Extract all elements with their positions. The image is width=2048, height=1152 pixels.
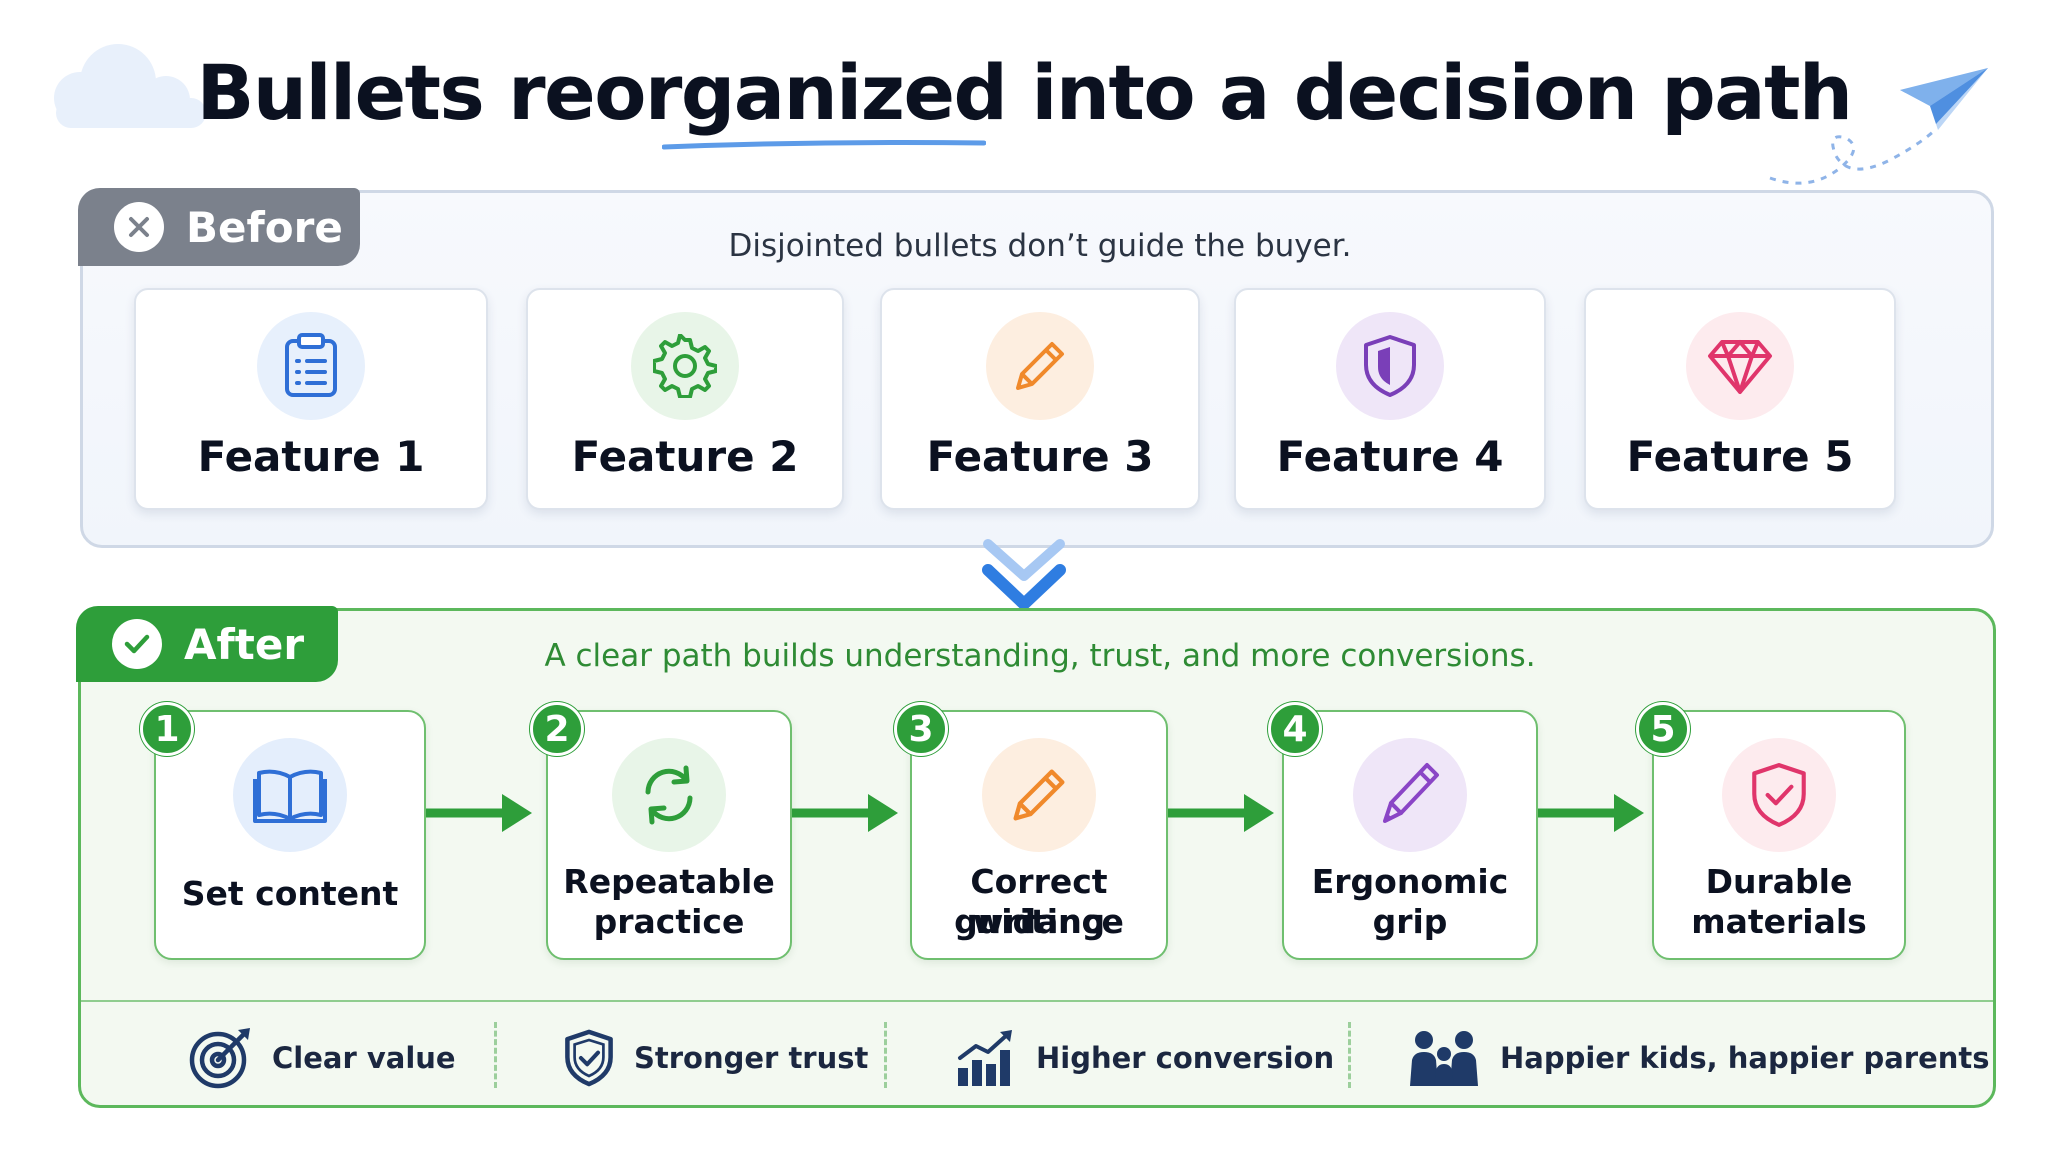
- shield-check-icon: [565, 1029, 613, 1087]
- feature-label: Feature 4: [1276, 432, 1504, 481]
- benefit-separator: [1348, 1022, 1351, 1088]
- step-number: 1: [140, 702, 194, 756]
- step-card-3: Correct writing guidance: [910, 710, 1168, 960]
- step-card-4: Ergonomic grip: [1282, 710, 1538, 960]
- step-label-line2: practice: [593, 902, 745, 941]
- after-tag: After: [76, 606, 338, 682]
- after-tag-label: After: [184, 619, 305, 669]
- feature-label: Feature 3: [926, 432, 1154, 481]
- diamond-icon: [1686, 312, 1794, 420]
- step-number: 2: [530, 702, 584, 756]
- after-subtitle: A clear path builds understanding, trust…: [544, 638, 1536, 674]
- close-icon: [114, 202, 164, 252]
- step-label-line2: grip: [1372, 902, 1448, 941]
- benefit-label: Stronger trust: [634, 1041, 869, 1075]
- step-number: 4: [1268, 702, 1322, 756]
- before-subtitle: Disjointed bullets don’t guide the buyer…: [728, 228, 1352, 264]
- pencil-icon: [986, 312, 1094, 420]
- shield-check-icon: [1722, 738, 1836, 852]
- refresh-icon: [612, 738, 726, 852]
- cloud-icon: [54, 44, 206, 128]
- step-label: Set content: [181, 874, 399, 913]
- arrow-right-icon: [1168, 794, 1274, 832]
- gear-icon: [631, 312, 739, 420]
- shield-icon: [1336, 312, 1444, 420]
- clipboard-icon: [257, 312, 365, 420]
- benefit-separator: [884, 1022, 887, 1088]
- feature-label: Feature 2: [571, 432, 799, 481]
- benefit-stronger-trust: Stronger trust: [562, 1024, 868, 1092]
- benefit-clear-value: Clear value: [188, 1024, 456, 1092]
- feature-label: Feature 5: [1626, 432, 1854, 481]
- step-card-2: Repeatable practice: [546, 710, 792, 960]
- family-icon: [1410, 1031, 1478, 1086]
- step-label-line1: Ergonomic: [1311, 862, 1509, 901]
- step-label-line1: Durable: [1705, 862, 1853, 901]
- arrow-right-icon: [426, 794, 532, 832]
- feature-card-1: Feature 1: [134, 288, 488, 510]
- feature-card-5: Feature 5: [1584, 288, 1896, 510]
- pen-icon: [1353, 738, 1467, 852]
- step-card-5: Durable materials: [1652, 710, 1906, 960]
- before-tag: Before: [78, 188, 360, 266]
- step-number: 3: [894, 702, 948, 756]
- arrow-right-icon: [1538, 794, 1644, 832]
- step-label-line1: Correct writing: [970, 862, 1108, 941]
- bar-chart-icon: [958, 1030, 1012, 1086]
- benefit-label: Higher conversion: [1036, 1041, 1335, 1075]
- page-title: Bullets reorganized into a decision path: [196, 48, 1853, 137]
- title-underline: [662, 140, 986, 150]
- step-number: 5: [1636, 702, 1690, 756]
- step-card-1: Set content: [154, 710, 426, 960]
- target-icon: [189, 1028, 250, 1089]
- benefit-happier-kids: Happier kids, happier parents: [1408, 1024, 1990, 1092]
- benefit-separator: [494, 1022, 497, 1088]
- feature-card-3: Feature 3: [880, 288, 1200, 510]
- benefit-label: Clear value: [272, 1041, 456, 1075]
- before-tag-label: Before: [186, 202, 343, 252]
- feature-label: Feature 1: [197, 432, 425, 481]
- feature-card-2: Feature 2: [526, 288, 844, 510]
- step-label-line1: Repeatable: [563, 862, 775, 901]
- benefit-higher-conversion: Higher conversion: [954, 1024, 1334, 1092]
- benefit-label: Happier kids, happier parents: [1500, 1041, 1990, 1075]
- step-label-line2: materials: [1691, 902, 1867, 941]
- arrow-right-icon: [792, 794, 898, 832]
- checkmark-icon: [112, 619, 162, 669]
- paper-plane-icon: [1769, 68, 1988, 185]
- book-icon: [233, 738, 347, 852]
- step-label-line2: guidance: [954, 902, 1124, 941]
- pencil-icon: [982, 738, 1096, 852]
- benefits-divider: [81, 1000, 1993, 1002]
- chevron-down-icon: [982, 539, 1066, 610]
- feature-card-4: Feature 4: [1234, 288, 1546, 510]
